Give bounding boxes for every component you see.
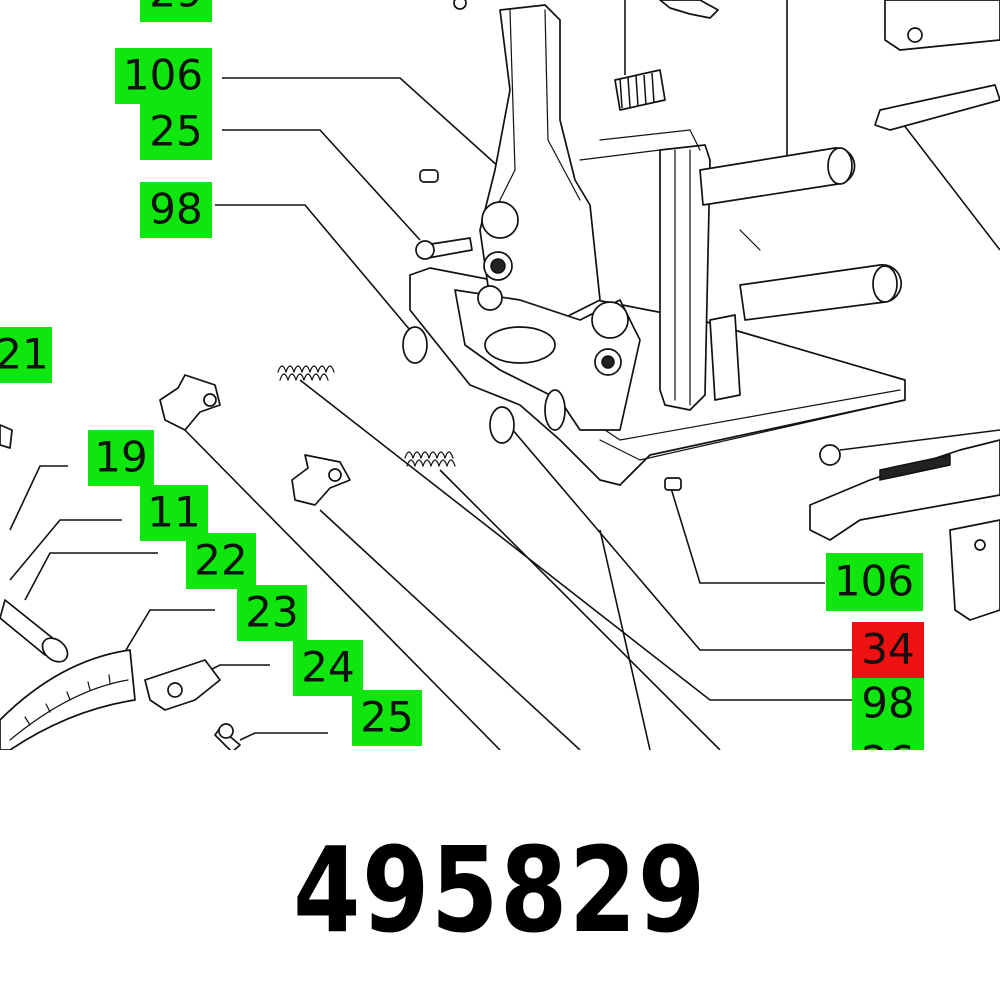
- svg-text:23: 23: [245, 588, 298, 637]
- callout-25-bottom: 25: [352, 690, 422, 746]
- leader-spring: [174, 419, 501, 750]
- callout-106-top: 106: [115, 48, 212, 104]
- leader-34: [499, 414, 852, 651]
- leader-lines: [9, 0, 1000, 750]
- main-housing: [409, 4, 906, 486]
- svg-text:11: 11: [147, 488, 200, 537]
- top-small-part: [453, 0, 719, 19]
- svg-text:25: 25: [360, 693, 413, 742]
- leader-26: [439, 469, 721, 750]
- callout-23: 23: [237, 585, 307, 641]
- svg-text:29: 29: [149, 0, 202, 17]
- exploded-parts-diagram: 29 106 25 98 21 19 11 22 23 24 25 1: [0, 0, 1000, 750]
- svg-text:106: 106: [834, 557, 914, 606]
- leader-106a: [222, 77, 501, 169]
- leader-25b: [239, 732, 328, 741]
- clamp-block: [144, 659, 221, 711]
- screw-25: [214, 723, 241, 750]
- right-guide-rail: [809, 0, 1000, 621]
- callout-26: 26: [852, 734, 924, 750]
- callout-19: 19: [88, 430, 154, 486]
- callout-25-top: 25: [140, 104, 212, 160]
- leader-98b: [299, 379, 852, 701]
- svg-text:98: 98: [861, 679, 914, 728]
- leader-latch: [319, 509, 581, 750]
- leader-11: [9, 519, 122, 581]
- angle-scale: [0, 649, 136, 750]
- svg-text:26: 26: [861, 737, 914, 751]
- callout-29: 29: [140, 0, 212, 22]
- left-bolt: [0, 424, 69, 663]
- compression-spring-top: [614, 69, 666, 111]
- svg-text:22: 22: [194, 536, 247, 585]
- leader-rod: [599, 529, 651, 750]
- callout-21: 21: [0, 327, 52, 383]
- callout-22: 22: [186, 533, 256, 589]
- latch-levers: [159, 374, 351, 506]
- callout-106-bottom: 106: [826, 553, 923, 611]
- part-number-title: 495829: [293, 821, 707, 959]
- svg-text:25: 25: [149, 107, 202, 156]
- coil-springs: [277, 365, 456, 467]
- callout-98-bottom: 98: [852, 678, 924, 734]
- leader-right-top: [899, 119, 1000, 251]
- small-fasteners: [402, 169, 682, 491]
- svg-text:98: 98: [149, 185, 202, 234]
- svg-text:34: 34: [861, 625, 914, 674]
- callout-98-top: 98: [140, 182, 212, 238]
- leader-23: [119, 609, 215, 661]
- callout-34-highlighted: 34: [852, 622, 924, 678]
- leader-right-mid: [839, 429, 1000, 451]
- leader-19: [9, 465, 68, 531]
- leader-98a: [215, 204, 411, 331]
- leader-22: [24, 552, 158, 601]
- leader-106b: [669, 484, 825, 584]
- callout-24: 24: [293, 640, 363, 696]
- svg-text:21: 21: [0, 330, 49, 379]
- svg-text:19: 19: [94, 433, 147, 482]
- svg-text:106: 106: [123, 51, 203, 100]
- callout-11: 11: [140, 485, 208, 541]
- svg-text:24: 24: [301, 643, 354, 692]
- leader-25a: [222, 129, 421, 241]
